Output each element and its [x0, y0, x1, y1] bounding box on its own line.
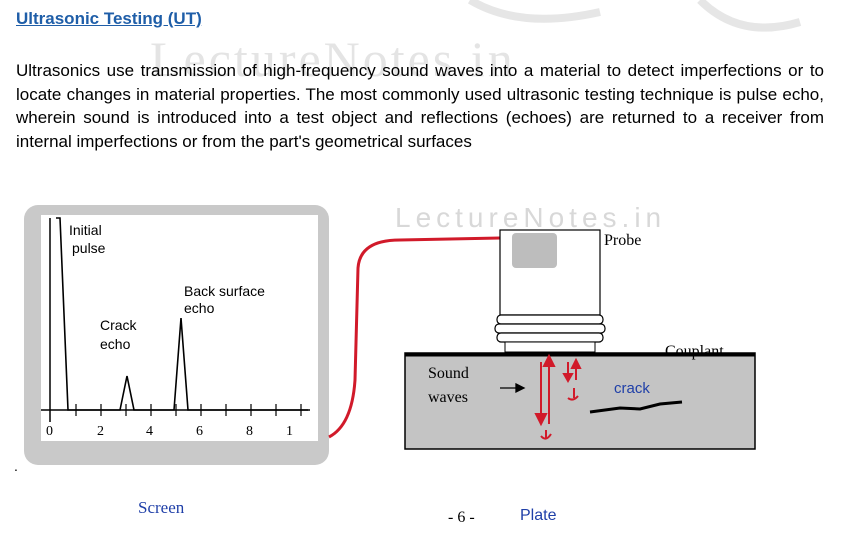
back-surface-echo-label-line2: echo [184, 300, 215, 316]
plate-caption: Plate [520, 507, 557, 524]
probe-label: Probe [604, 232, 642, 249]
body-paragraph: Ultrasonics use transmission of high-fre… [16, 61, 824, 151]
sound-wave-arrows [534, 353, 582, 440]
sound-waves-label-line2: waves [428, 389, 468, 406]
crack-echo-label-line1: Crack [100, 317, 137, 333]
tick-label-0: 0 [46, 424, 53, 439]
bullet-dot: . [14, 458, 18, 474]
tick-label-2: 2 [97, 424, 104, 439]
crack-label: crack [614, 380, 650, 397]
sound-waves-label-line1: Sound [428, 365, 469, 382]
page-number: - 6 - [448, 509, 475, 526]
crack-echo-label-line2: echo [100, 336, 131, 352]
screen-caption: Screen [138, 498, 185, 517]
tick-label-10: 1 [286, 424, 293, 439]
tick-label-8: 8 [246, 424, 253, 439]
section-title: Ultrasonic Testing (UT) [16, 9, 202, 28]
crack-line [589, 400, 683, 414]
sound-waves-pointer-arrow [500, 382, 526, 394]
probe [494, 229, 606, 353]
probe-cable [328, 236, 501, 439]
initial-pulse-label-line2: pulse [72, 240, 106, 256]
tick-label-6: 6 [196, 424, 203, 439]
back-surface-echo-label-line1: Back surface [184, 283, 265, 299]
initial-pulse-label-line1: Initial [69, 222, 102, 238]
tick-label-4: 4 [146, 424, 153, 439]
echo-signal-trace [56, 217, 308, 411]
watermark-text: LectureNotes.in [150, 31, 516, 87]
couplant-label: Couplant [665, 343, 724, 360]
plot-tick-marks [75, 404, 302, 416]
watermark-small-text: LectureNotes.in [395, 202, 667, 233]
